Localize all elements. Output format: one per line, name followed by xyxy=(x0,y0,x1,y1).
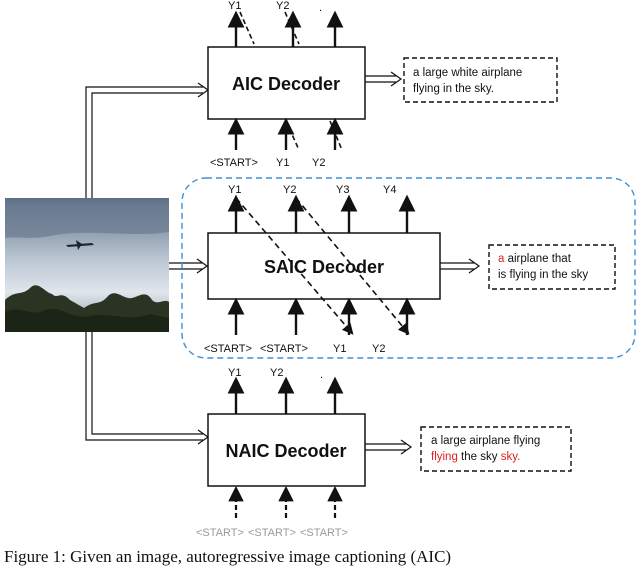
caption-segment: a large white airplane xyxy=(413,67,522,79)
highlighted-word: a xyxy=(498,253,505,265)
caption-segment: a large airplane flying xyxy=(431,435,540,447)
caption-segment: the sky xyxy=(458,451,501,463)
saic-decoder-box xyxy=(207,232,441,300)
aic-output-token: . xyxy=(319,2,322,14)
naic-section: Y1 Y2 . NAIC Decoder <START> <START> <ST… xyxy=(196,367,572,539)
saic-output-token: Y4 xyxy=(383,184,396,196)
saic-group-border xyxy=(181,177,636,359)
naic-output-token: Y1 xyxy=(228,367,241,379)
figure-caption: Figure 1: Given an image, autoregressive… xyxy=(4,547,452,566)
aic-output-token: Y2 xyxy=(276,0,289,12)
input-image xyxy=(5,198,169,332)
aic-input-arrows xyxy=(227,117,344,150)
saic-output-arrows xyxy=(227,194,416,233)
aic-input-token: Y2 xyxy=(312,157,325,169)
naic-output-token: . xyxy=(320,369,323,381)
aic-decoder-label: AIC Decoder xyxy=(232,74,340,94)
naic-output-double-arrow xyxy=(365,439,413,455)
aic-output-token: Y1 xyxy=(228,0,241,12)
saic-section: Y1 Y2 Y3 Y4 SAIC Decoder <START> <START>… xyxy=(204,184,616,355)
saic-input-token: <START> xyxy=(260,343,308,355)
highlighted-word: flying xyxy=(431,451,458,463)
naic-decoder-label: NAIC Decoder xyxy=(225,441,346,461)
naic-input-token: <START> xyxy=(196,527,244,539)
airplane-icon xyxy=(66,240,94,250)
highlighted-word: sky. xyxy=(501,451,521,463)
saic-output-token: Y1 xyxy=(228,184,241,196)
naic-output-arrows xyxy=(227,376,344,414)
saic-output-double-arrow xyxy=(440,258,481,274)
naic-input-token: <START> xyxy=(300,527,348,539)
aic-output-double-arrow xyxy=(365,71,403,87)
aic-section: Y1 Y2 . AIC Decoder <START> Y1 Y2 a larg… xyxy=(207,0,558,169)
naic-output-token: Y2 xyxy=(270,367,283,379)
saic-caption-text: a airplane that is flying in the sky xyxy=(498,253,588,281)
aic-diag-arrows xyxy=(239,11,300,45)
aic-caption-box xyxy=(403,57,558,103)
saic-output-token: Y2 xyxy=(283,184,296,196)
naic-input-token: <START> xyxy=(248,527,296,539)
naic-input-arrows xyxy=(228,485,343,518)
naic-caption-box xyxy=(420,426,572,472)
caption-segment: is flying in the sky xyxy=(498,269,588,281)
aic-output-arrows xyxy=(227,10,344,47)
saic-input-arrows xyxy=(227,297,416,335)
aic-input-token: <START> xyxy=(210,157,258,169)
caption-segment: airplane that xyxy=(504,253,571,265)
saic-input-token: Y1 xyxy=(333,343,346,355)
saic-decoder-label: SAIC Decoder xyxy=(264,257,384,277)
caption-segment: flying in the sky. xyxy=(413,83,494,95)
aic-input-diag-arrows xyxy=(285,120,343,151)
saic-input-token: Y2 xyxy=(372,343,385,355)
aic-decoder-box xyxy=(207,46,366,120)
saic-input-token: <START> xyxy=(204,343,252,355)
aic-caption-text: a large white airplane flying in the sky. xyxy=(413,67,522,95)
saic-output-token: Y3 xyxy=(336,184,349,196)
naic-caption-text: a large airplane flying flying the sky sk… xyxy=(431,435,540,463)
saic-caption-box xyxy=(488,244,616,290)
aic-input-token: Y1 xyxy=(276,157,289,169)
